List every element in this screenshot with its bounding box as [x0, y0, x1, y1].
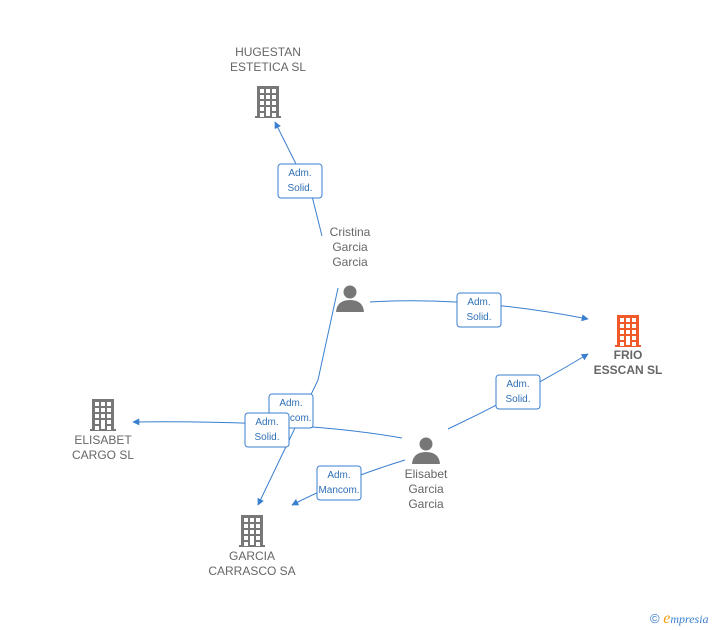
- role-badge-cristina-to-hugestan[interactable]: Adm. Solid.: [277, 163, 323, 199]
- node-label: Elisabet: [405, 467, 448, 481]
- role-badge-box: [456, 292, 502, 328]
- role-badge-box: [495, 374, 541, 410]
- brand-initial: e: [663, 610, 671, 627]
- role-badge-elisabet-to-garcia_carrasco[interactable]: Adm. Mancom.: [316, 465, 362, 501]
- role-badge-text: Solid.: [254, 432, 279, 443]
- role-badge-text: Mancom.: [270, 413, 311, 424]
- node-label: ESSCAN SL: [594, 363, 663, 377]
- node-label: Garcia: [332, 240, 368, 254]
- node-label: Garcia: [408, 497, 444, 511]
- role-badge-text: Adm.: [279, 398, 302, 409]
- role-badge-text: Adm.: [467, 297, 490, 308]
- node-label: HUGESTAN: [235, 45, 301, 59]
- roles-layer: Adm.Solid.Adm.Solid.Adm.Mancom.Adm.Solid…: [244, 163, 541, 501]
- edges-layer: [132, 121, 589, 506]
- node-label: CARGO SL: [72, 448, 134, 462]
- role-badge-box: [244, 412, 290, 448]
- node-label: CARRASCO SA: [208, 564, 295, 578]
- brand-name: mpresia: [670, 612, 709, 626]
- node-label: Garcia: [408, 482, 444, 496]
- person-icon: [412, 437, 440, 464]
- node-label: GARCIA: [229, 549, 275, 563]
- role-badge-text: Adm.: [255, 417, 278, 428]
- brand-footer[interactable]: © empresia: [650, 610, 709, 628]
- node-label: Garcia: [332, 255, 368, 269]
- node-label: FRIO: [614, 348, 643, 362]
- node-label: ESTETICA SL: [230, 60, 306, 74]
- edge-cristina-to-garcia_carrasco: [257, 287, 339, 506]
- role-badge-text: Adm.: [288, 168, 311, 179]
- role-badge-box: [277, 163, 323, 199]
- role-badge-text: Solid.: [287, 183, 312, 194]
- role-badge-text: Mancom.: [318, 485, 359, 496]
- building-icon: [239, 515, 265, 547]
- building-icon: [615, 315, 641, 347]
- role-badge-text: Solid.: [505, 394, 530, 405]
- role-badge-text: Adm.: [327, 470, 350, 481]
- node-label: Cristina: [330, 225, 371, 239]
- role-badge-elisabet-to-elisabet_cargo[interactable]: Adm. Solid.: [244, 412, 290, 448]
- role-badge-elisabet-to-frio[interactable]: Adm. Solid.: [495, 374, 541, 410]
- role-badge-box: [316, 465, 362, 501]
- person-icon: [336, 285, 364, 312]
- building-icon: [90, 399, 116, 431]
- node-label: ELISABET: [74, 433, 132, 447]
- role-badge-cristina-to-frio[interactable]: Adm. Solid.: [456, 292, 502, 328]
- role-badge-text: Adm.: [506, 379, 529, 390]
- copyright-icon: ©: [650, 611, 660, 626]
- role-badge-text: Solid.: [466, 312, 491, 323]
- building-icon: [255, 86, 281, 118]
